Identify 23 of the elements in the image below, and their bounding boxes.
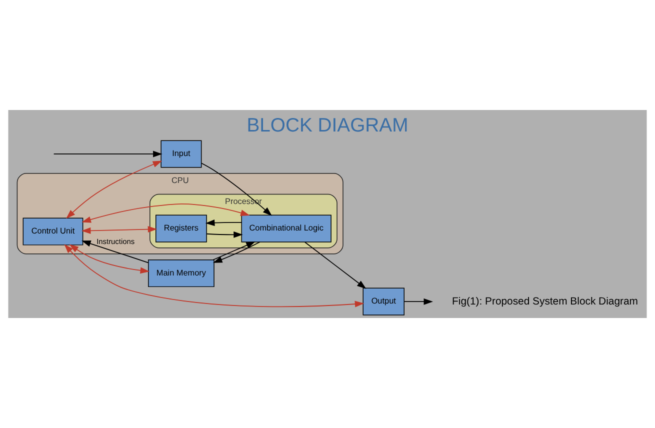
arrow <box>53 150 162 158</box>
arrow <box>212 242 260 263</box>
diagram-title: BLOCK DIAGRAM <box>246 114 408 136</box>
arrow <box>404 298 434 305</box>
node-box: Main Memory <box>148 259 214 288</box>
arrow <box>81 226 158 234</box>
arrow <box>212 242 256 260</box>
arrow <box>205 220 242 226</box>
arrow <box>82 240 149 264</box>
node-box: Control Unit <box>22 218 84 246</box>
node-box: Registers <box>156 214 207 242</box>
edge-label: Instructions <box>96 237 135 246</box>
node-box: Input <box>160 140 202 168</box>
node-box: Output <box>362 288 404 316</box>
arrow <box>201 162 272 216</box>
arrow <box>206 231 243 238</box>
caption: Fig(1): Proposed System Block Diagram <box>452 296 638 308</box>
arrow <box>66 160 162 219</box>
arrow <box>69 244 150 274</box>
arrow <box>304 242 366 289</box>
node-box: Combinational Logic <box>241 214 332 242</box>
arrow <box>64 244 364 308</box>
arrow <box>82 203 250 223</box>
